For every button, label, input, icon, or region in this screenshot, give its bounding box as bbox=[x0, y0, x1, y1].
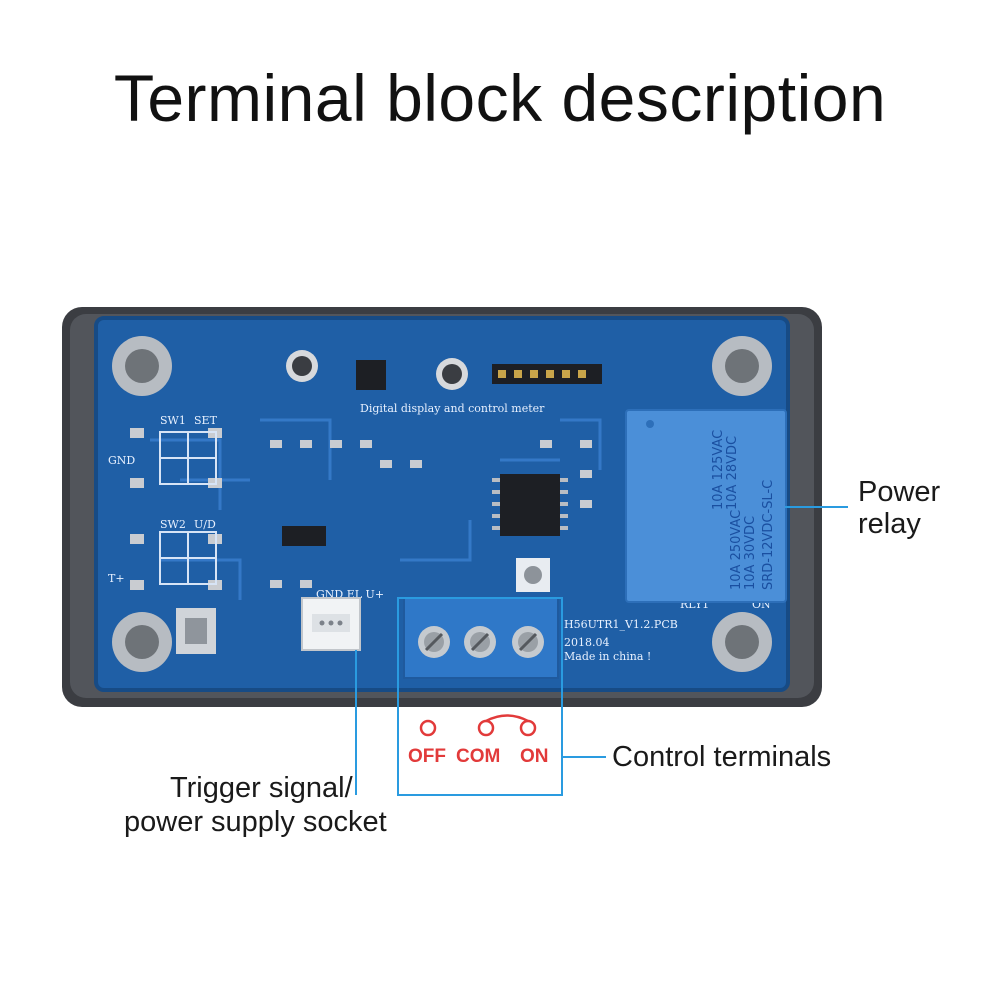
mounting-hole bbox=[112, 612, 172, 672]
silk-sw2: SW2 bbox=[160, 518, 186, 531]
terminal-off-label: OFF bbox=[408, 746, 446, 767]
relay-text-4: 10A 125VAC bbox=[711, 430, 726, 510]
silk-set: SET bbox=[194, 414, 218, 427]
control-terminals-label: Control terminals bbox=[612, 741, 832, 773]
terminal-on-label: ON bbox=[520, 746, 549, 767]
relay-text-5: 10A 28VDC bbox=[725, 436, 740, 510]
diode-component bbox=[282, 526, 326, 546]
mounting-hole bbox=[712, 336, 772, 396]
mounting-hole bbox=[112, 336, 172, 396]
trigger-socket bbox=[301, 597, 361, 651]
page-title: Terminal block description bbox=[113, 61, 887, 135]
regulator-chip bbox=[356, 360, 386, 390]
pcb-board bbox=[96, 318, 788, 690]
silk-origin: Made in china ! bbox=[564, 650, 651, 663]
relay-text-1: 10A 250VAC bbox=[729, 510, 744, 590]
terminal-com-label: COM bbox=[456, 746, 501, 767]
relay-text-3: SRD-12VDC-SL-C bbox=[761, 480, 776, 590]
terminal-markers bbox=[419, 714, 537, 737]
power-relay-label: Power bbox=[858, 476, 941, 508]
silk-model: H56UTR1_V1.2.PCB bbox=[564, 618, 678, 631]
mounting-hole bbox=[712, 612, 772, 672]
silk-date: 2018.04 bbox=[564, 636, 610, 649]
microcontroller-chip bbox=[500, 474, 560, 536]
silk-tplus: T+ bbox=[108, 572, 125, 585]
callout-lines bbox=[355, 506, 848, 796]
terminal-block bbox=[403, 597, 559, 679]
trigger-socket-label: Trigger signal/ bbox=[170, 772, 353, 804]
relay-text-2: 10A 30VDC bbox=[743, 516, 758, 590]
silk-ud: U/D bbox=[194, 518, 216, 531]
trigger-socket-label-line2: power supply socket bbox=[124, 806, 387, 838]
capacitor bbox=[286, 350, 318, 382]
silk-sw1: SW1 bbox=[160, 414, 186, 427]
power-relay-label-line2: relay bbox=[858, 508, 921, 540]
silk-meter-text: Digital display and control meter bbox=[360, 402, 545, 415]
capacitor bbox=[436, 358, 468, 390]
silk-gnd: GND bbox=[108, 454, 135, 467]
